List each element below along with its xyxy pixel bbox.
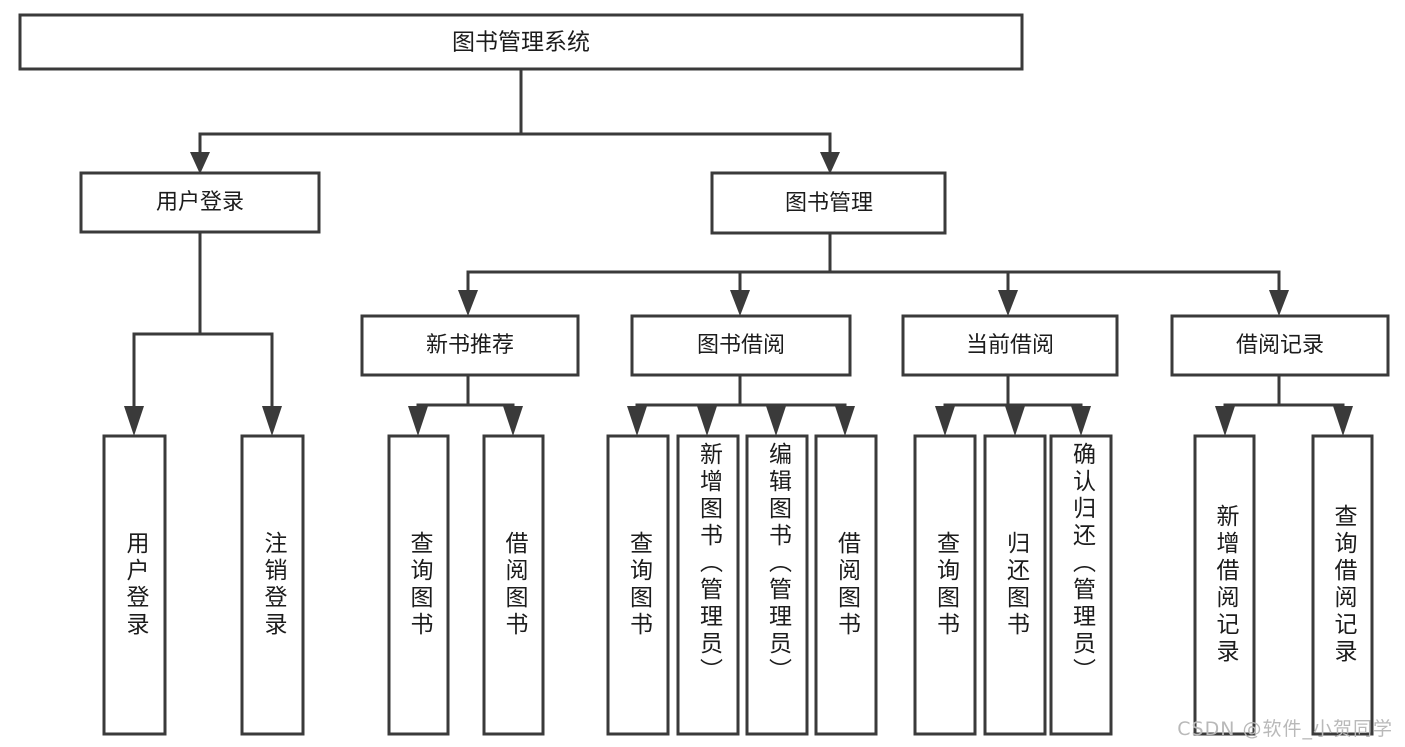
node-book-borrow-label: 图书借阅 <box>697 333 785 358</box>
connector-root-to-level2 <box>190 67 840 174</box>
node-root-label: 图书管理系统 <box>452 30 590 56</box>
node-user-login[interactable]: 用户登录 <box>79 171 321 234</box>
node-new-book-rec[interactable]: 新书推荐 <box>360 314 580 377</box>
node-book-manage-label: 图书管理 <box>785 191 873 216</box>
node-borrow-record[interactable]: 借阅记录 <box>1170 314 1390 377</box>
connector-bookmanage-to-level3 <box>458 232 1289 316</box>
connector-userlogin-to-leaves <box>124 230 282 436</box>
node-current-borrow-label: 当前借阅 <box>966 333 1054 358</box>
node-leaf-add-record[interactable] <box>1193 434 1256 736</box>
node-leaf-logout[interactable] <box>240 434 305 736</box>
node-book-borrow[interactable]: 图书借阅 <box>630 314 852 377</box>
node-leaf-query-book-1[interactable] <box>387 434 450 736</box>
node-leaf-add-book[interactable] <box>676 434 740 736</box>
node-leaf-user-login[interactable] <box>102 434 167 736</box>
connector-borrowrecord-to-leaves <box>1215 374 1353 436</box>
node-borrow-record-label: 借阅记录 <box>1236 333 1324 358</box>
connector-bookborrow-to-leaves <box>627 374 855 436</box>
node-leaf-confirm-return[interactable] <box>1049 434 1113 736</box>
node-user-login-label: 用户登录 <box>156 190 244 215</box>
node-leaf-edit-book[interactable] <box>745 434 809 736</box>
node-leaf-borrow-book-1[interactable] <box>482 434 545 736</box>
node-leaf-query-book-2[interactable] <box>606 434 670 736</box>
node-root[interactable]: 图书管理系统 <box>18 13 1024 71</box>
node-book-manage[interactable]: 图书管理 <box>710 171 947 235</box>
node-current-borrow[interactable]: 当前借阅 <box>901 314 1119 377</box>
node-leaf-query-record[interactable] <box>1311 434 1374 736</box>
node-leaf-query-book-3[interactable] <box>913 434 977 736</box>
node-leaf-return-book[interactable] <box>983 434 1047 736</box>
node-leaf-borrow-book-2[interactable] <box>814 434 878 736</box>
node-new-book-rec-label: 新书推荐 <box>426 333 514 358</box>
connector-currentborrow-to-leaves <box>935 374 1091 436</box>
connector-newbook-to-leaves <box>408 374 523 436</box>
